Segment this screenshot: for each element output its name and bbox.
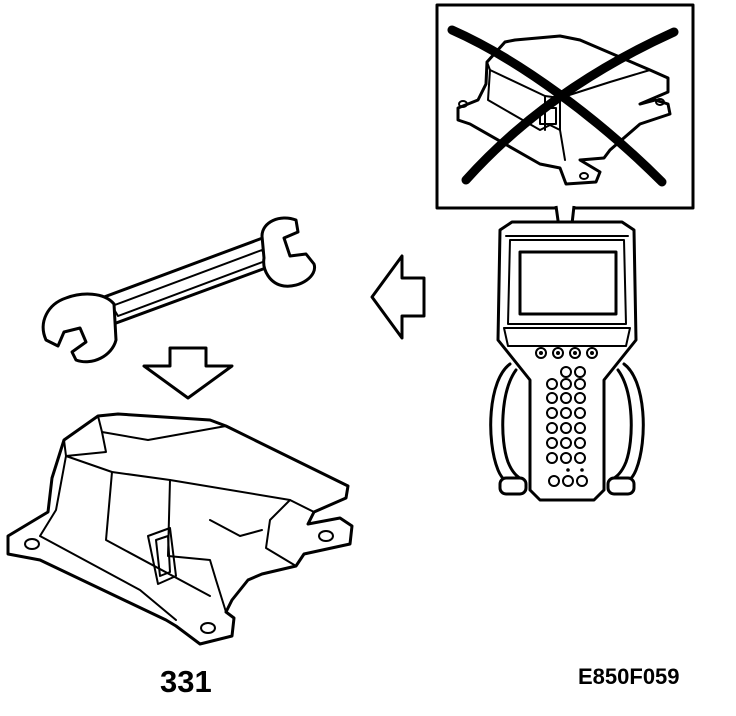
prohibition-cross-icon: [447, 25, 679, 187]
scan-tool-keypad: [546, 366, 588, 487]
mount-hole: [24, 538, 40, 550]
arrow-left-icon: [370, 254, 426, 340]
scan-tool-icon: [489, 220, 645, 502]
mount-hole: [318, 530, 334, 542]
scan-tool-top-buttons: [535, 347, 598, 359]
arrow-down-icon: [142, 346, 234, 400]
wrench-icon: [41, 216, 317, 364]
mount-hole: [200, 622, 216, 634]
figure-code-label: E850F059: [578, 664, 680, 689]
inset-module-icon: [456, 34, 672, 186]
part-number-label: 331: [160, 664, 212, 699]
airbag-control-module: [6, 412, 354, 646]
